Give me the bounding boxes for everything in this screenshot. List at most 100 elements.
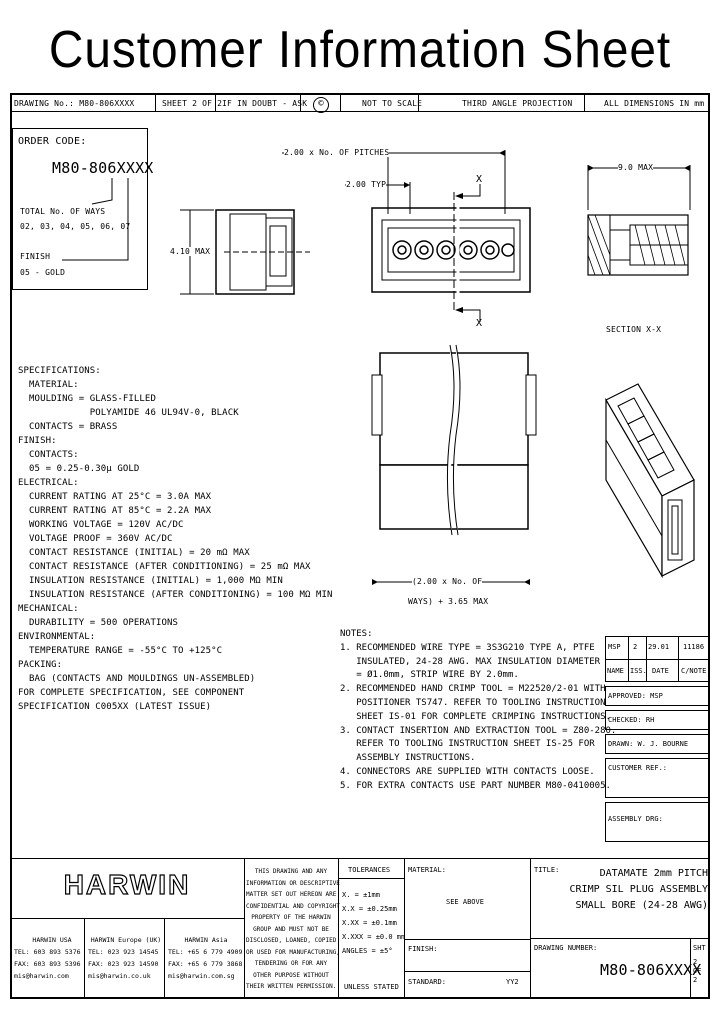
length-dimension-line2: WAYS) + 3.65 MAX — [408, 597, 489, 606]
office-email[interactable]: mis@harwin.co.uk — [88, 972, 151, 980]
tolerances-title: TOLERANCES — [348, 866, 391, 874]
isometric-drawing — [605, 383, 695, 579]
title-line: CRIMP SIL PLUG ASSEMBLY — [569, 884, 708, 895]
material-value: SEE ABOVE — [446, 898, 484, 906]
unless-stated: UNLESS STATED — [344, 983, 399, 991]
legal-line: THEIR WRITTEN PERMISSION. — [246, 983, 337, 990]
assembly-drg: ASSEMBLY DRG: — [608, 815, 663, 823]
pitch-dimension: 2.00 TYP — [346, 180, 387, 189]
spec-line: ENVIRONMENTAL: — [18, 632, 96, 642]
customer-ref: CUSTOMER REF.: — [608, 764, 668, 772]
drawing-title: DATAMATE 2mm PITCH CRIMP SIL PLUG ASSEMBL… — [550, 866, 708, 914]
spec-line: TEMPERATURE RANGE = -55°C TO +125°C — [18, 646, 223, 656]
note-line: NOTES: — [340, 629, 373, 639]
rev-header-date: DATE — [652, 667, 669, 675]
header-scale: NOT TO SCALE — [362, 99, 423, 108]
section-view-drawing — [587, 214, 689, 276]
note-line: INSULATED, 24-28 AWG. MAX INSULATION DIA… — [340, 656, 601, 667]
rev-date: 29.01 — [648, 643, 670, 651]
notes-block: NOTES:1. RECOMMENDED WIRE TYPE = 3S3G210… — [340, 628, 616, 794]
rev-cnote: 11186 — [683, 643, 705, 651]
order-code-value: M80-806XXXX — [52, 159, 154, 177]
note-line: 3. CONTACT INSERTION AND EXTRACTION TOOL… — [340, 725, 617, 736]
section-label: SECTION X-X — [606, 325, 662, 334]
legal-line: PROPERTY OF THE HARWIN — [251, 914, 331, 921]
legal-line: MATTER SET OUT HEREON ARE — [246, 891, 337, 898]
spec-line: WORKING VOLTAGE = 120V AC/DC — [18, 520, 184, 530]
page-title: Customer Information Sheet — [48, 21, 672, 79]
sheet-label: SHT — [693, 944, 706, 952]
length-dimension-line1: (2.00 x No. OF — [412, 577, 483, 586]
standard-label: STANDARD: — [408, 978, 446, 986]
spec-line: CONTACTS: — [18, 450, 79, 460]
title-line: SMALL BORE (24-28 AWG) — [575, 900, 708, 911]
spec-line: MOULDING = GLASS-FILLED — [18, 394, 156, 404]
title-line: DATAMATE 2mm PITCH — [599, 868, 708, 879]
header-divider — [10, 111, 710, 112]
spec-line: CURRENT RATING AT 25°C = 3.0A MAX — [18, 492, 212, 502]
header-dimensions: ALL DIMENSIONS IN mm — [604, 99, 705, 108]
office-email[interactable]: mis@harwin.com — [14, 972, 69, 980]
order-ways-label: TOTAL No. OF WAYS — [20, 207, 106, 216]
office-tel: TEL: +65 6 779 4909 — [168, 948, 243, 956]
spec-line: VOLTAGE PROOF = 360V AC/DC — [18, 534, 173, 544]
material-label: MATERIAL: — [408, 866, 446, 874]
approved-by: APPROVED: MSP — [608, 692, 663, 700]
top-view-drawing — [371, 344, 537, 536]
tolerance-line: X.X = ±0.25mm — [342, 905, 397, 913]
order-code-label: ORDER CODE: — [18, 136, 87, 147]
tolerance-line: ANGLES = ±5° — [342, 947, 393, 955]
order-finish-label: FINISH — [20, 252, 51, 261]
checked-by: CHECKED: RH — [608, 716, 655, 724]
legal-line: DISCLOSED, LOANED, COPIED — [246, 937, 337, 944]
drawn-by: DRAWN: W. J. BOURNE — [608, 740, 689, 748]
note-line: POSITIONER TS747. REFER TO TOOLING INSTR… — [340, 697, 606, 708]
specifications-block: SPECIFICATIONS: MATERIAL: MOULDING = GLA… — [18, 364, 333, 714]
spec-line: CONTACTS = BRASS — [18, 422, 118, 432]
legal-line: GROUP AND MUST NOT BE — [253, 925, 329, 933]
spec-line: MATERIAL: — [18, 380, 79, 390]
title-label: TITLE: — [534, 866, 560, 874]
pitches-dimension: 2.00 x No. OF PITCHES — [284, 148, 390, 157]
section-marker-top: X — [476, 174, 483, 185]
depth-dimension: 9.0 MAX — [618, 163, 654, 172]
spec-line: SPECIFICATION C005XX (LATEST ISSUE) — [18, 702, 212, 712]
standard-value: YY2 — [506, 978, 519, 986]
office-fax: FAX: 603 893 5396 — [14, 960, 81, 968]
legal-line: THIS DRAWING AND ANY — [254, 868, 328, 875]
note-line: 4. CONNECTORS ARE SUPPLIED WITH CONTACTS… — [340, 766, 595, 777]
rev-issue: 2 — [633, 643, 638, 651]
spec-line: ELECTRICAL: — [18, 478, 79, 488]
spec-line: INSULATION RESISTANCE (INITIAL) = 1,000 … — [18, 576, 283, 586]
section-marker-bottom: X — [476, 318, 483, 329]
legal-line: CONFIDENTIAL AND COPYRIGHT — [246, 902, 340, 910]
legal-line: TENDERING OR FOR ANY — [254, 960, 328, 967]
legal-line: OR USED FOR MANUFACTURING, — [246, 948, 340, 956]
office-fax: FAX: 023 923 14590 — [88, 960, 159, 968]
order-code-box — [12, 128, 148, 290]
tolerance-line: X.XX = ±0.1mm — [342, 919, 397, 927]
note-line: ASSEMBLY INSTRUCTIONS. — [340, 753, 476, 764]
note-line: SHEET IS-01 FOR COMPLETE CRIMPING INSTRU… — [340, 711, 611, 722]
office-email[interactable]: mis@harwin.com.sg — [168, 972, 235, 980]
front-view-drawing — [371, 192, 531, 312]
spec-line: 05 = 0.25-0.30μ GOLD — [18, 464, 140, 474]
spec-line: FOR COMPLETE SPECIFICATION, SEE COMPONEN… — [18, 688, 245, 698]
order-finish-values: 05 - GOLD — [20, 268, 66, 277]
spec-line: BAG (CONTACTS AND MOULDINGS UN-ASSEMBLED… — [18, 674, 256, 684]
spec-line: POLYAMIDE 46 UL94V-0, BLACK — [18, 408, 239, 418]
spec-line: FINISH: — [18, 436, 57, 446]
harwin-logo: HARWIN — [63, 868, 191, 900]
spec-line: MECHANICAL: — [18, 604, 79, 614]
office-name: HARWIN USA — [32, 936, 72, 944]
order-ways-values: 02, 03, 04, 05, 06, 07 — [20, 222, 131, 231]
spec-line: CONTACT RESISTANCE (AFTER CONDITIONING) … — [18, 562, 311, 572]
tolerance-line: X.XXX = ±0.0 mm — [342, 933, 406, 941]
spec-line: DURABILITY = 500 OPERATIONS — [18, 618, 179, 628]
office-fax: FAX: +65 6 779 3868 — [168, 960, 243, 968]
sheet-value: 2 OF 2 — [693, 958, 702, 984]
